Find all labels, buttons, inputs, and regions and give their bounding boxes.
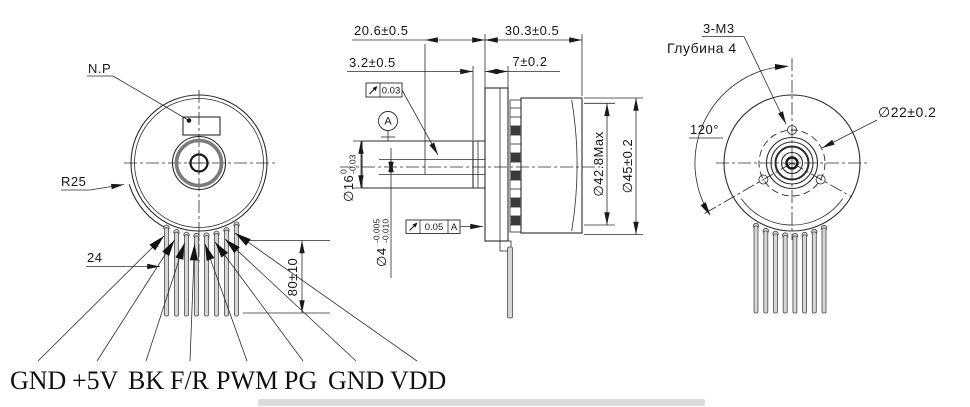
dia-hub-tol-lower: -0.03	[348, 154, 358, 174]
r25-arc	[128, 184, 169, 230]
pin-label-gnd1: GND	[10, 366, 66, 395]
mount-holes-leader	[743, 36, 787, 125]
dia-shaft-label: ∅4	[374, 247, 389, 267]
np-label: N.P	[88, 61, 111, 76]
hub-ring-outer	[171, 135, 227, 191]
motor-body	[520, 97, 583, 234]
dim-hub-length: 20.6±0.5	[354, 23, 409, 38]
datum-label: A	[384, 116, 392, 128]
front-view-pins	[163, 221, 240, 317]
rear-view: 120° 3-M3 Глубина 4 ∅22±0.2	[667, 21, 936, 314]
angle-arc	[694, 65, 787, 215]
pin-label-fr: F/R	[170, 366, 210, 395]
pin-label-5v: +5V	[72, 366, 119, 395]
side-view-pin	[507, 246, 513, 319]
lamination-column	[509, 99, 522, 233]
dia-body-dims: ∅42.8Max ∅45±0.2	[584, 97, 643, 235]
pin-label-pg: PG	[284, 366, 317, 395]
flange-plate	[484, 87, 509, 242]
mount-holes-label: 3-M3	[703, 21, 735, 36]
dia-hub-tol-upper: 0	[339, 169, 349, 174]
dim-gap: 3.2±0.5	[349, 55, 396, 70]
pin-label-vdd: VDD	[390, 366, 446, 395]
runout-front-value: 0.03	[382, 86, 401, 97]
np-leader-dot	[186, 118, 192, 123]
dia-body-label: ∅45±0.2	[620, 139, 635, 194]
bottom-bar	[258, 399, 705, 406]
datum-a: A	[378, 111, 398, 141]
mount-hole-left	[758, 174, 769, 185]
dia-shaft-dim: ∅4 -0.005 -0.010	[372, 148, 394, 278]
mount-hole-top	[787, 125, 797, 135]
dim-body-length: 30.3±0.5	[505, 23, 560, 38]
body-end-bow	[571, 99, 578, 232]
hole-depth-label: Глубина 4	[667, 40, 737, 56]
runout-face-datum: A	[451, 222, 458, 233]
angle-arrow-top	[774, 64, 789, 71]
hub-ring-inner	[174, 138, 224, 188]
pin-label-bk: BK	[128, 366, 164, 395]
pin-label-pwm: PWM	[216, 366, 278, 395]
boss-ring-2	[770, 141, 814, 185]
bolt-circle	[758, 129, 826, 197]
dia-shaft-tol-lower: -0.010	[381, 219, 391, 243]
rear-radial-lowerright	[791, 162, 853, 198]
hole-angle-label: 120°	[690, 122, 719, 137]
r25-leader	[89, 183, 125, 191]
runout-symbol-icon	[412, 222, 418, 228]
boss-ring-4	[780, 151, 804, 175]
fcf-runout-front: 0.03	[365, 82, 439, 156]
boss-ring-1	[765, 136, 819, 190]
rear-view-pins	[752, 222, 828, 314]
runout-face-value: 0.05	[425, 222, 444, 233]
bolt-circle-leader	[821, 119, 878, 149]
mount-hole-right	[815, 174, 826, 185]
runout-symbol-icon	[372, 86, 378, 91]
pin-row-width-label: 24	[87, 250, 102, 265]
dia-hub-dim: ∅16 0 -0.03	[339, 140, 372, 202]
angle-arrow-bottom	[700, 202, 711, 216]
side-view: 20.6±0.5 30.3±0.5 3.2±0.5 7±0.2 0.03 A	[339, 23, 643, 319]
pin-labels-row: GND +5V BK F/R PWM PG GND VDD	[10, 366, 446, 395]
dim-flange: 7±0.2	[513, 54, 548, 69]
bolt-circle-label: ∅22±0.2	[878, 104, 936, 120]
front-view: R25 N.P 24 80±10	[61, 61, 330, 317]
dia-hub-label: ∅16	[341, 175, 356, 202]
flange-bottom-tab	[499, 240, 512, 252]
dia-body-max-label: ∅42.8Max	[591, 131, 606, 196]
pin-label-gnd2: GND	[328, 366, 384, 395]
r25-label: R25	[61, 174, 86, 189]
pin-label-arrows	[37, 232, 418, 362]
pin-length-label: 80±10	[285, 258, 300, 297]
fcf-runout-face: 0.05 A	[405, 219, 484, 234]
np-window	[182, 116, 221, 136]
np-leader	[112, 75, 190, 121]
lamination-segments	[510, 107, 521, 226]
boss-ring-3	[774, 145, 810, 181]
dia-shaft-tol-upper: -0.005	[372, 219, 382, 243]
